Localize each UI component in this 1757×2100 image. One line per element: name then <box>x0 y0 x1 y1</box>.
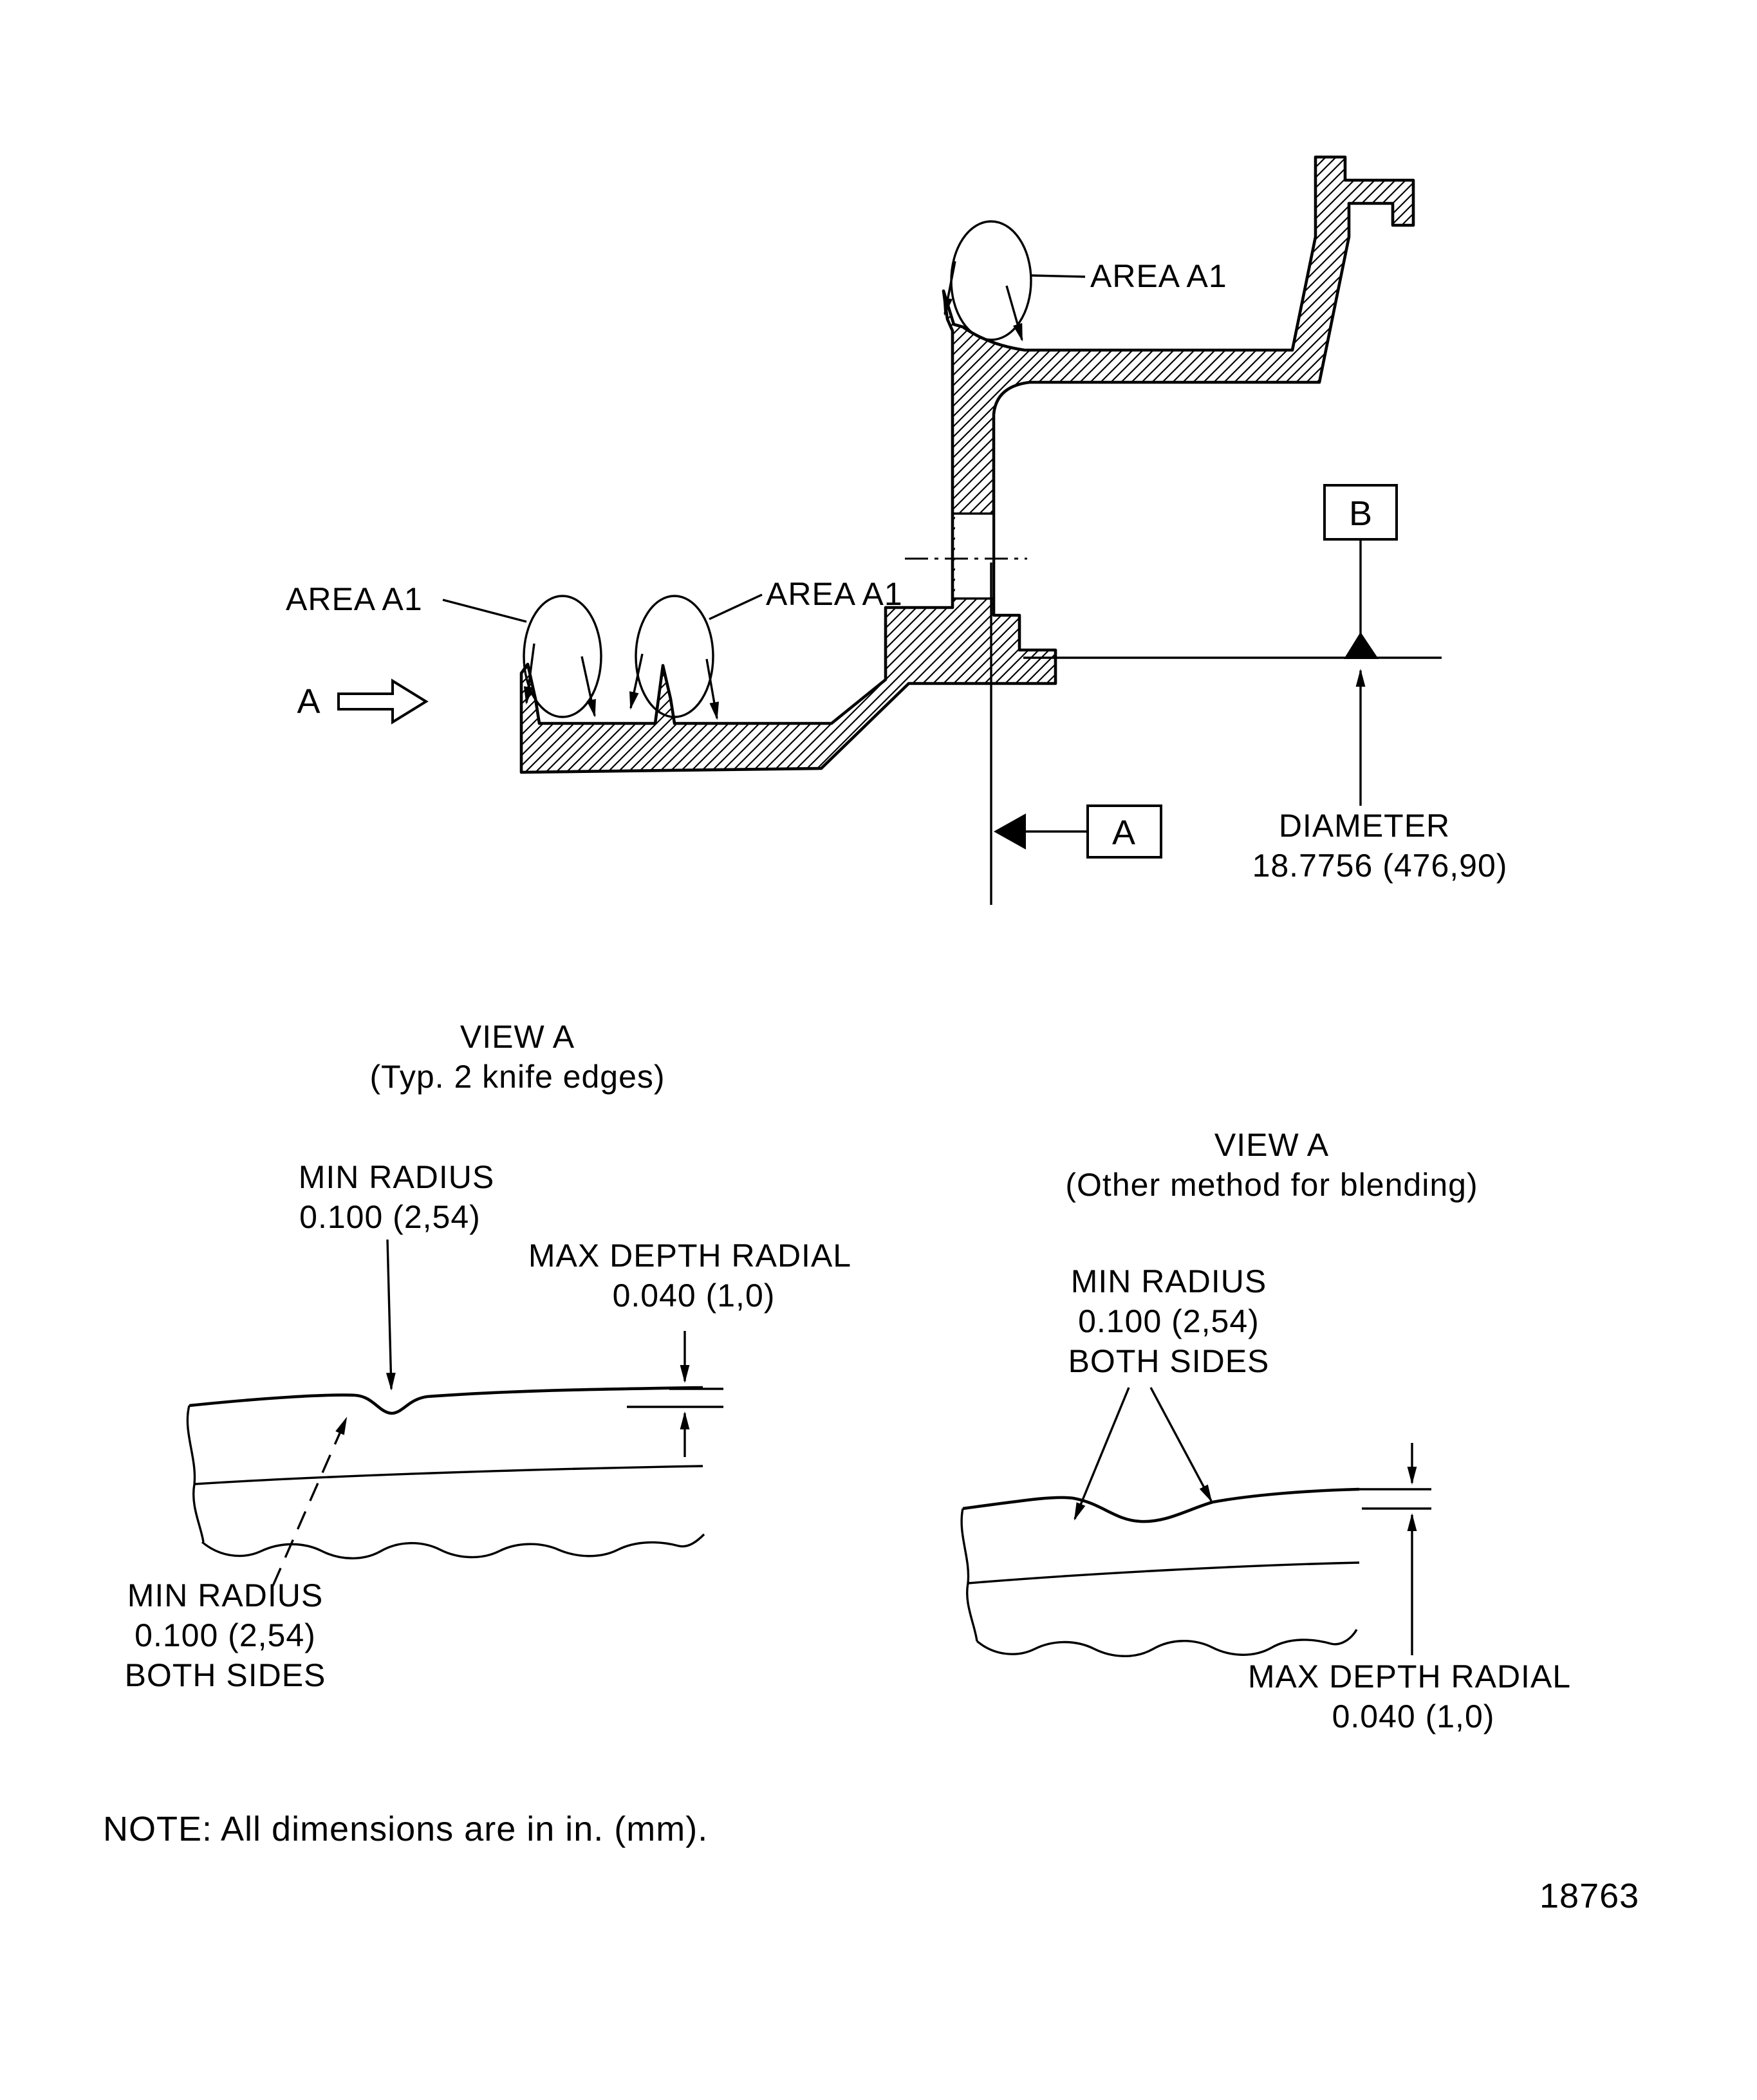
min-radius-label-2: 0.100 (2,54) <box>1078 1303 1260 1339</box>
band-left-edge <box>186 1405 205 1543</box>
callout-arrow <box>1005 285 1023 342</box>
datum-a-triangle <box>994 813 1026 850</box>
max-depth-right-label-2: 0.040 (1,0) <box>1332 1698 1495 1734</box>
datum-a-letter: A <box>1112 813 1135 852</box>
callout-arrow <box>943 261 956 316</box>
view-a-right-subtitle: (Other method for blending) <box>1065 1167 1478 1203</box>
note-text: NOTE: All dimensions are in in. (mm). <box>103 1810 708 1848</box>
min-radius-label-3: BOTH SIDES <box>1068 1343 1270 1379</box>
figure-number: 18763 <box>1539 1877 1639 1915</box>
band-left-edge <box>960 1508 978 1642</box>
area-callout-ellipse-left <box>523 595 602 718</box>
min-radius-arrow <box>386 1239 396 1391</box>
datum-a-box <box>1086 804 1162 859</box>
dashed-leader-arrow <box>272 1417 348 1586</box>
band-top-edge <box>962 1487 1360 1523</box>
leader-line <box>1030 274 1086 278</box>
web-window <box>955 514 992 599</box>
fork-arrow <box>1074 1387 1130 1521</box>
band-mid-line <box>194 1465 703 1485</box>
min-radius-bottom-label-3: BOTH SIDES <box>125 1657 326 1693</box>
callout-arrow <box>629 653 644 710</box>
view-a-right-title: VIEW A <box>1214 1127 1329 1163</box>
fork-arrow <box>1149 1387 1213 1503</box>
view-a-left-title: VIEW A <box>460 1019 575 1055</box>
band-torn-edge <box>976 1629 1358 1657</box>
view-a-left-subtitle: (Typ. 2 knife edges) <box>369 1059 665 1095</box>
datum-b-triangle <box>1344 632 1379 659</box>
min-radius-top-label-1: MIN RADIUS <box>299 1159 494 1195</box>
callout-arrow <box>581 656 596 718</box>
diameter-label: DIAMETER <box>1279 808 1450 844</box>
area-a1-label-middle: AREA A1 <box>766 576 903 612</box>
min-radius-label-1: MIN RADIUS <box>1071 1263 1267 1299</box>
max-depth-label-2: 0.040 (1,0) <box>613 1278 776 1314</box>
band-top-edge <box>189 1386 703 1415</box>
max-depth-right-label-1: MAX DEPTH RADIAL <box>1248 1659 1571 1695</box>
callout-arrow <box>523 643 535 705</box>
datum-b-letter: B <box>1349 494 1372 533</box>
part-cross-section <box>519 155 1415 774</box>
min-radius-top-label-2: 0.100 (2,54) <box>299 1199 481 1235</box>
min-radius-bottom-label-2: 0.100 (2,54) <box>135 1617 316 1653</box>
diameter-value: 18.7756 (476,90) <box>1252 848 1508 884</box>
area-callout-ellipse-top <box>950 220 1032 341</box>
view-direction-arrow <box>337 678 429 725</box>
area-a1-label-left: AREA A1 <box>286 581 423 617</box>
area-callout-ellipse-middle <box>635 595 714 718</box>
view-a-blending: VIEW A (Other method for blending) MIN R… <box>960 1127 1571 1734</box>
view-a-knife-edges: VIEW A (Typ. 2 knife edges) MIN RADIUS 0… <box>125 1019 851 1693</box>
area-a1-label-top: AREA A1 <box>1090 258 1227 294</box>
max-depth-label-1: MAX DEPTH RADIAL <box>528 1238 851 1274</box>
callout-arrow <box>705 658 720 720</box>
view-direction-letter: A <box>297 682 321 721</box>
band-mid-line <box>967 1561 1360 1584</box>
leader-line <box>709 593 763 620</box>
band-torn-edge <box>201 1533 705 1559</box>
leader-line <box>442 599 527 623</box>
cross-section-view: AREA A1 AREA A1 AREA A1 A A B DIAMETER 1… <box>286 155 1508 905</box>
min-radius-bottom-label-1: MIN RADIUS <box>127 1577 323 1613</box>
